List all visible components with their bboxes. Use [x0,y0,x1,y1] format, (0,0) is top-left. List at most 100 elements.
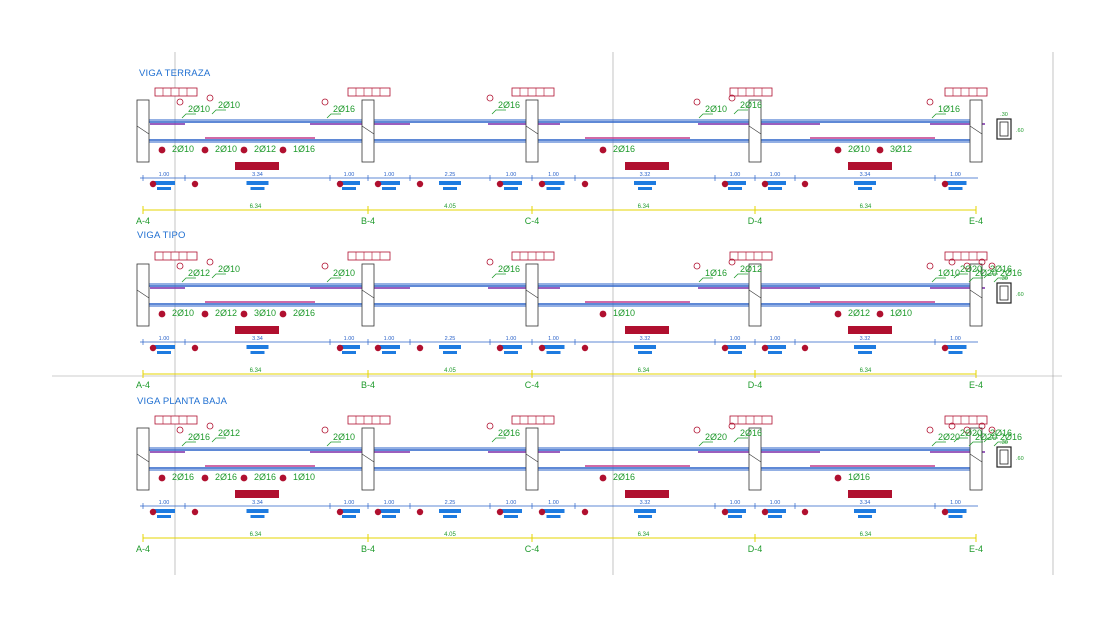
stirrup-zone [157,515,171,518]
total-dim-label: 6.34 [860,204,872,210]
stirrup-marker [761,344,769,352]
rebar-label-top: 2Ø20 [975,268,997,278]
bottom-schedule-tag [848,162,892,170]
rebar-marker [926,426,934,434]
rebar-label-top: 2Ø20 [960,428,982,438]
span-dim-label: 1.00 [770,172,781,178]
rebar-marker-filled [876,146,884,154]
rebar-marker [963,426,971,434]
rebar-marker [486,94,494,102]
stirrup-marker [941,180,949,188]
rebar-marker-filled [834,310,842,318]
leader-line [953,273,968,279]
rebar-marker [206,258,214,266]
column-stub [748,263,762,327]
stirrup-marker [538,344,546,352]
rebar-label-top: 2Ø16 [333,104,355,114]
axis-label: B-4 [361,544,375,554]
stirrup-zone [443,515,457,518]
schedule-tag [944,251,988,261]
span-dim-label: 2.25 [445,172,456,178]
column-stub [525,99,539,163]
leader-line [211,273,226,279]
stirrup-zone [854,509,876,513]
rebar-marker [988,262,996,270]
stirrup-marker [416,180,424,188]
stirrup-marker [191,180,199,188]
rebar-label-top: 2Ø10 [333,268,355,278]
break-mark [525,289,539,299]
leader-line [491,109,506,115]
rebar-marker-filled [876,310,884,318]
stirrup-marker [191,344,199,352]
total-dim-label: 6.34 [250,204,262,210]
rebar-label-top: 2Ø20 [705,432,727,442]
rebar-marker-filled [158,310,166,318]
leader-line [983,437,998,443]
stirrup-zone [944,181,967,185]
axis-label: A-4 [136,544,150,554]
rebar-label-bottom: 2Ø10 [848,144,870,154]
rebar-label-bottom: 2Ø16 [172,472,194,482]
rebar-label-top: 1Ø10 [938,268,960,278]
rebar-marker-filled [599,146,607,154]
column-stub [361,427,375,491]
leader-line [698,113,713,119]
rebar-label-bottom: 2Ø10 [172,144,194,154]
stirrup-zone [250,515,265,518]
rebar-marker-filled [240,146,248,154]
stirrup-zone [338,509,360,513]
stirrup-zone [854,345,876,349]
stirrup-zone [638,515,652,518]
rebar-marker [728,422,736,430]
rebar-label-top: 2Ø16 [740,100,762,110]
leader-line [211,437,226,443]
rebar-marker [926,98,934,106]
stirrup-marker [496,180,504,188]
column-stub [969,427,983,491]
axis-label: E-4 [969,544,983,554]
stirrup-zone [504,515,518,518]
rebar-label-top: 2Ø16 [990,428,1012,438]
rebar-label-top: 2Ø12 [188,268,210,278]
stirrup-zone [724,181,746,185]
span-dim-label: 1.00 [344,500,355,506]
rebar-label-top: 2Ø16 [498,264,520,274]
stirrup-zone [546,515,561,518]
span-dim-label: 3.34 [252,500,263,506]
stirrup-marker [149,344,157,352]
bottom-schedule-tag [625,326,669,334]
axis-label: D-4 [748,380,763,390]
leader-line [993,441,1008,447]
stirrup-marker [336,344,344,352]
rebar-label-top: 2Ø16 [740,428,762,438]
rebar-label-top: 2Ø16 [990,264,1012,274]
rebar-label-bottom: 1Ø10 [613,308,635,318]
break-mark [969,125,983,135]
span-dim-label: 3.32 [860,336,871,342]
break-mark [525,125,539,135]
stirrup-marker [581,180,589,188]
stirrup-zone [504,351,518,354]
beam-title-tipo: VIGA TIPO [137,230,186,241]
rebar-label-bottom: 1Ø10 [293,472,315,482]
stirrup-marker [374,180,382,188]
schedule-tag [154,415,198,425]
rebar-marker-filled [201,474,209,482]
beam-elevation-2 [136,415,1012,542]
rebar-label-bottom: 2Ø16 [613,472,635,482]
stirrup-zone [382,351,396,354]
axis-label: E-4 [969,216,983,226]
axis-label: D-4 [748,544,763,554]
rebar-label-bottom: 2Ø12 [215,308,237,318]
column-stub [136,99,150,163]
leader-line [211,109,226,115]
total-dim-label: 6.34 [638,532,650,538]
stirrup-zone [157,187,171,190]
stirrup-marker [149,508,157,516]
rebar-marker [978,258,986,266]
schedule-tag [729,87,773,97]
stirrup-zone [948,515,963,518]
stirrup-zone [768,187,782,190]
span-dim-label: 1.00 [548,336,559,342]
